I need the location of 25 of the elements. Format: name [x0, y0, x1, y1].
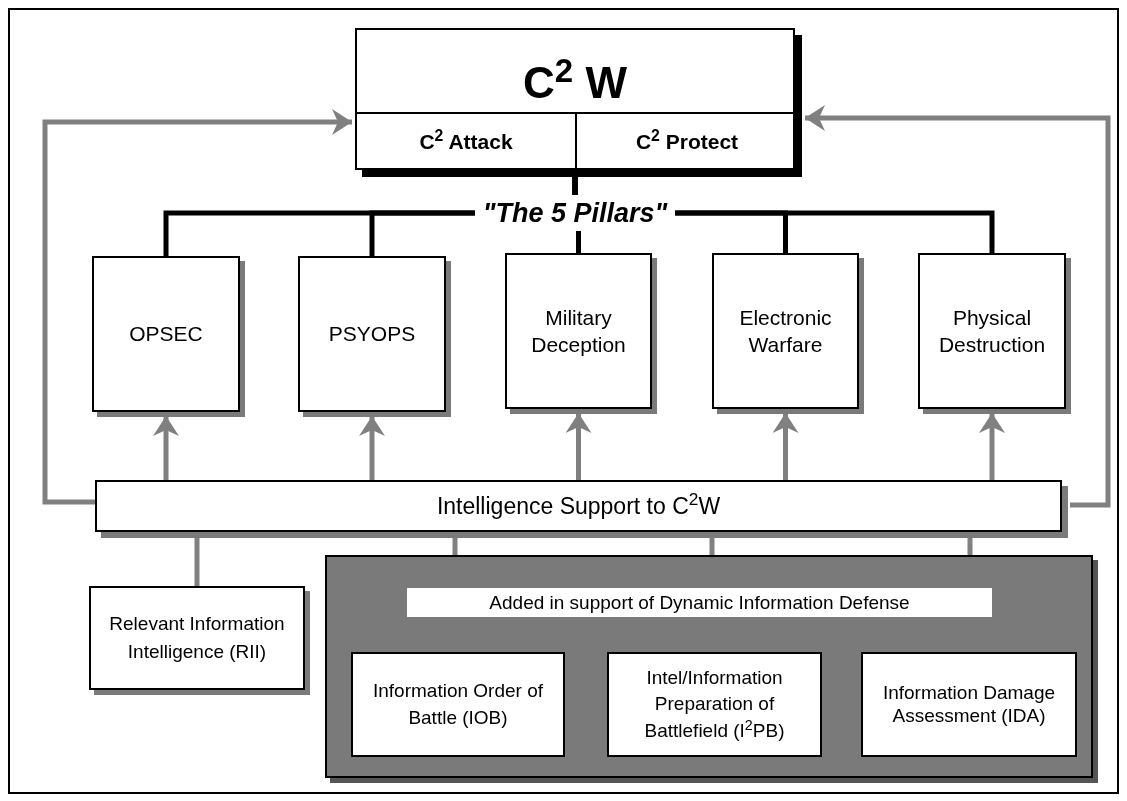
arrow — [565, 413, 592, 480]
process-box — [861, 652, 1077, 757]
arrow — [772, 413, 799, 480]
box-label: C$^{2}$ W — [522, 50, 628, 109]
box-label: Military Deception — [530, 304, 627, 358]
arrow — [42, 109, 352, 505]
process-box — [351, 652, 565, 757]
box-label: Physical Destruction — [937, 304, 1047, 358]
box-label: Electronic Warfare — [738, 304, 833, 358]
box-label: C$^{2}$ Attack — [418, 126, 514, 155]
box-label: Information Order of Battle (IOB) — [372, 678, 544, 730]
arrow — [805, 105, 1111, 508]
box-label: Information Damage Assessment (IDA) — [881, 681, 1057, 728]
panel-heading: Added in support of Dynamic Information Defense — [407, 588, 992, 617]
group-heading: "The 5 Pillars" — [475, 195, 675, 231]
arrow — [979, 413, 1005, 480]
arrow — [359, 416, 385, 480]
arrow — [153, 416, 179, 480]
process-box — [607, 652, 822, 757]
box-label: Relevant Information Intelligence (RII) — [108, 612, 286, 664]
box-label: Intelligence Support to C$^{2}$W — [435, 488, 722, 521]
box-label: PSYOPS — [327, 321, 417, 348]
box-label: OPSEC — [128, 321, 204, 348]
box-label: Intel/Information Preparation of Battlefield (I$^{2}$PB) — [643, 665, 786, 743]
box-label: C$^{2}$ Protect — [634, 126, 740, 155]
